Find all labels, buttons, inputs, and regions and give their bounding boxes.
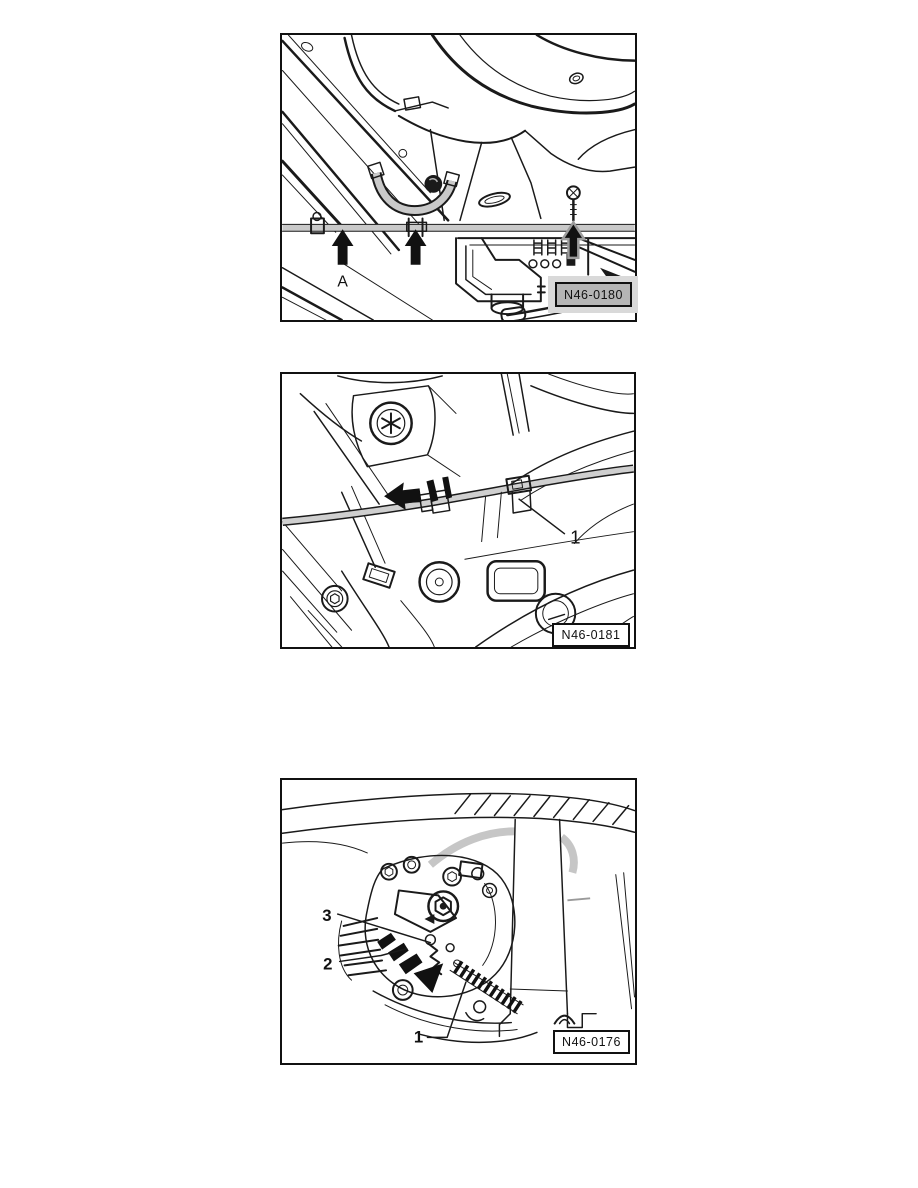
figure-label-badge: N46-0181: [552, 623, 630, 647]
callout-1: 1: [414, 1027, 423, 1046]
parking-brake-cable: [282, 223, 635, 232]
cable-coil-spring: [453, 960, 523, 1014]
figure-underbody-cable-attachments: A N46-0180: [280, 33, 638, 322]
caliper-fins: [337, 917, 388, 977]
callout-a: A: [337, 273, 348, 290]
technical-illustration-cable-guide: 1: [282, 374, 634, 647]
up-arrow-icon-left: [331, 229, 354, 265]
figure-cable-guide-release: 1 N46-0181: [280, 372, 636, 649]
callout-3: 3: [322, 906, 331, 925]
figure-label-badge: N46-0180: [555, 282, 632, 307]
adjuster-lever: [393, 889, 460, 933]
parking-brake-cable: [282, 464, 634, 527]
up-arrow-icon-middle: [404, 229, 427, 265]
left-arrow-icon: [384, 476, 453, 511]
suspension-strut: [498, 818, 597, 1038]
figure-label-badge: N46-0176: [553, 1030, 630, 1054]
cable-screw: [565, 185, 581, 222]
callout-1: 1: [570, 527, 580, 548]
up-arrow-icon-right: [560, 220, 587, 260]
callout-2: 2: [323, 954, 332, 973]
bolt-cluster: [528, 239, 571, 269]
technical-illustration-caliper: 3 2 1: [282, 792, 635, 1046]
body-hatching: [454, 793, 630, 826]
figure-rear-caliper-cable: 3 2 1 N46-0176: [280, 778, 637, 1065]
cable-clip: [505, 474, 533, 514]
